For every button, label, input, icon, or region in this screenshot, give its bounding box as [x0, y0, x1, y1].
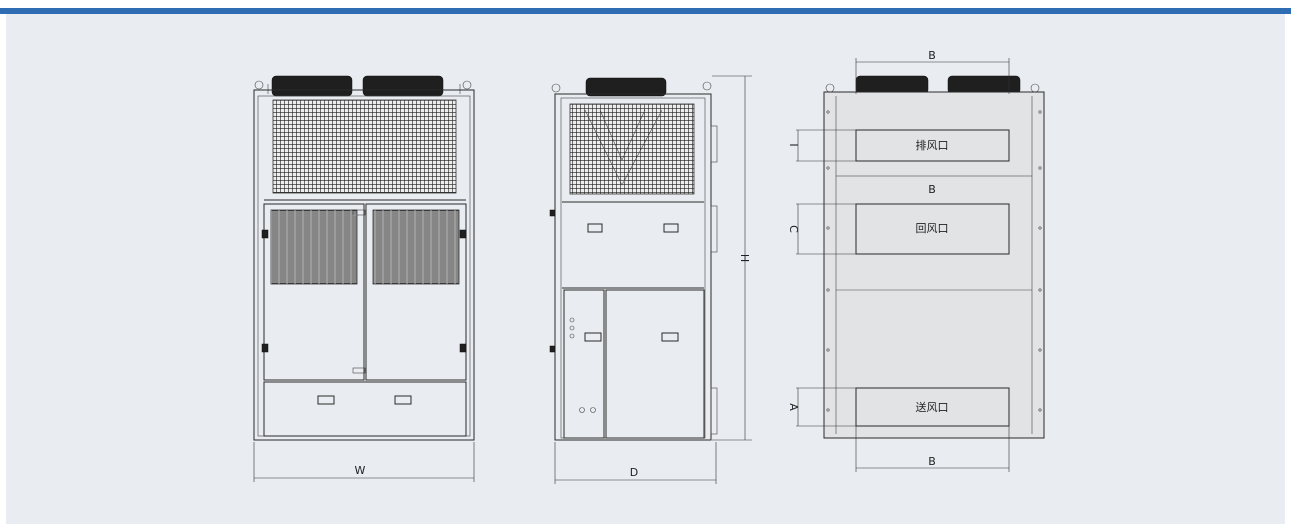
lifting-eye-icon	[462, 80, 472, 90]
lifting-eye-icon	[1030, 83, 1040, 93]
fan-icon	[585, 77, 667, 97]
lifting-eye-icon	[825, 83, 835, 93]
handle-icon	[663, 223, 679, 233]
right-louver	[372, 209, 460, 285]
i-label: I	[787, 143, 800, 146]
handle-icon	[587, 223, 603, 233]
return-opening	[855, 203, 1010, 255]
supply-opening	[855, 387, 1010, 427]
return-label: 回风口	[916, 222, 949, 235]
electrical-panel	[563, 289, 605, 439]
side-cabinet	[554, 93, 712, 441]
front-view: W	[253, 75, 475, 482]
handle-icon	[394, 395, 412, 405]
exhaust-label: 排风口	[916, 138, 949, 152]
condenser-grille	[272, 99, 457, 194]
handle-icon	[584, 332, 602, 342]
fan-icon	[362, 75, 444, 97]
side-view: D H	[549, 75, 752, 484]
height-label: H	[738, 254, 751, 262]
side-grille	[569, 103, 695, 195]
exhaust-opening	[855, 129, 1010, 162]
handle-icon	[317, 395, 335, 405]
back-view: B 排风口 I B 回风口 C 送风口 A B	[787, 49, 1045, 472]
top-b-label: B	[928, 49, 936, 62]
front-cabinet	[253, 89, 475, 441]
top-strip	[0, 0, 1291, 8]
drawing-panel	[6, 14, 1285, 524]
supply-label: 送风口	[916, 400, 949, 414]
lifting-eye-icon	[702, 81, 712, 91]
fan-icon	[855, 75, 929, 95]
bottom-panel	[263, 381, 467, 437]
handle-icon	[661, 332, 679, 342]
fan-icon	[271, 75, 353, 97]
bottom-b-label: B	[928, 455, 936, 468]
accent-bar	[0, 8, 1291, 14]
lifting-eye-icon	[551, 83, 561, 93]
a-label: A	[787, 403, 800, 411]
service-door	[605, 289, 705, 439]
mid-b-label: B	[928, 183, 936, 196]
width-label: W	[355, 464, 366, 477]
c-label: C	[787, 225, 800, 233]
right-door	[365, 203, 467, 381]
left-louver	[270, 209, 358, 285]
left-door	[263, 203, 365, 381]
depth-label: D	[630, 466, 638, 479]
lifting-eye-icon	[254, 80, 264, 90]
